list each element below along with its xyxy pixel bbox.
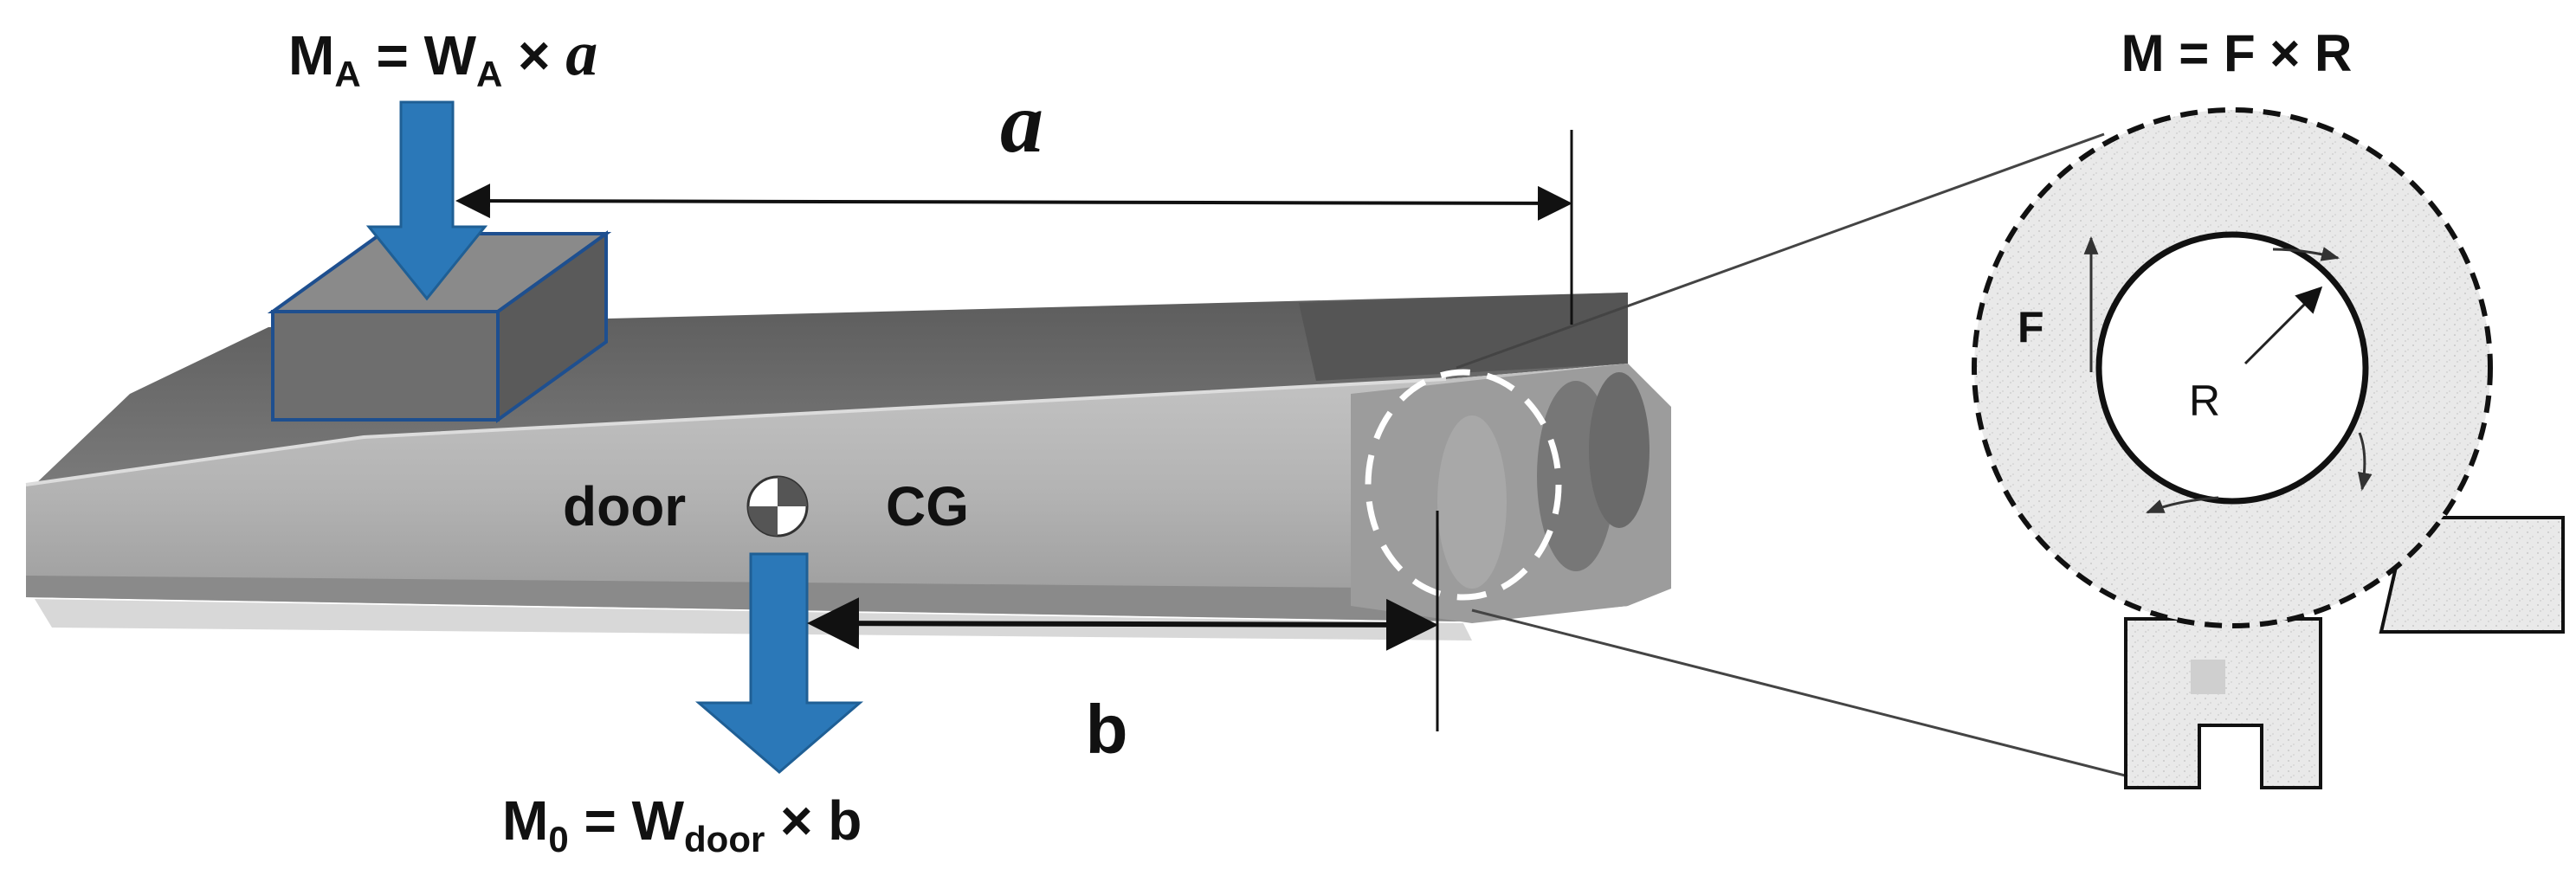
radius-arrow (2244, 286, 2323, 365)
formula-m0: M0 = Wdoor × b (502, 789, 862, 859)
circulation-arrow-top (2272, 247, 2340, 261)
load-box-front (271, 310, 500, 422)
hinge-roller-3 (1437, 415, 1507, 589)
door-front-face (26, 364, 1628, 621)
dimension-b-label: b (1086, 691, 1128, 768)
hinge-roller-2 (1589, 372, 1650, 528)
cg-label: CG (886, 475, 969, 538)
cg-symbol (746, 475, 809, 538)
radius-label: R (2189, 377, 2220, 425)
circulation-arrow-bottom (2146, 496, 2219, 514)
dimension-a: a (455, 74, 1573, 325)
hinge-stem (2124, 617, 2322, 789)
formula-ma: MA = WA × a (288, 18, 597, 94)
hinge-stem-mark (2191, 660, 2225, 694)
hinge-pin (2095, 231, 2369, 505)
door-weight-arrow (694, 552, 864, 774)
formula-hinge-moment: M = F × R (2121, 24, 2353, 82)
callout-line-bottom (1471, 608, 2140, 781)
load-arrow-wa (365, 100, 488, 301)
hinge-outer-dashed-ring (1972, 107, 2493, 628)
dimension-a-label: a (1000, 74, 1043, 171)
door-label: door (563, 475, 686, 538)
hinge-dashed-circle (1365, 369, 1562, 601)
callout-line-top (1456, 132, 2105, 370)
door-edge-highlight (25, 377, 1447, 486)
door-top-end (1299, 293, 1628, 381)
dimension-b: b (807, 511, 1439, 768)
load-box-side (496, 230, 608, 423)
dimension-b-arrow (807, 597, 1438, 651)
dimension-a-arrow (455, 183, 1572, 221)
hinge-detail: F R (1972, 107, 2565, 789)
force-label: F (2018, 303, 2044, 351)
circulation-arrow-right (2357, 432, 2373, 492)
hinge-bracket (2379, 516, 2565, 634)
